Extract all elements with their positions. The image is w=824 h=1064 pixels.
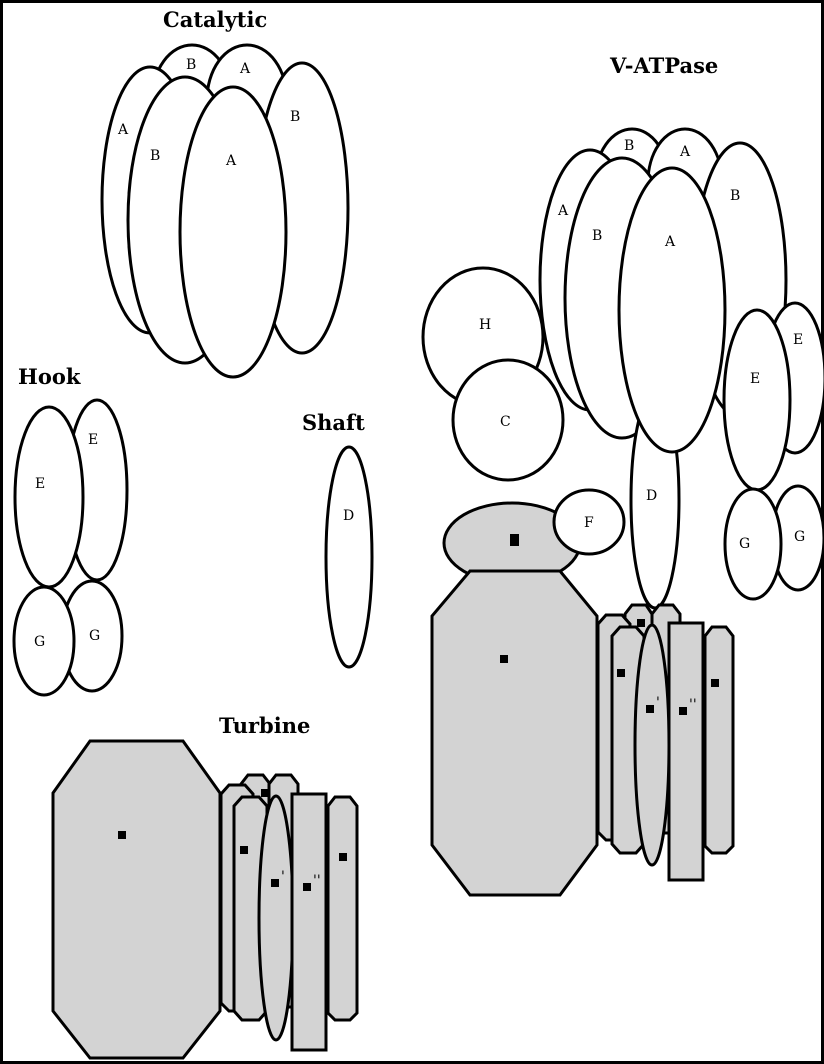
turbine-mark-top [261,789,269,797]
v-atpase-label-a-front: A [664,234,676,250]
catalytic-subunit-a-front [180,87,286,377]
catalytic-label-b-back: B [186,57,196,73]
v-atpase-group: V-ATPase B A A B A B H C E E D G G F [423,53,824,895]
catalytic-label-a-back: A [239,61,251,77]
v-atpase-subunit-e-front [724,310,790,490]
turbine-ring-right [328,797,357,1020]
shaft-title: Shaft [302,410,365,435]
hook-subunit-e-front [15,407,83,587]
v-atpase-mark-top [637,619,645,627]
catalytic-label-b-front: B [150,148,160,164]
v-atpase-ring-right [705,627,733,853]
v-atpase-rect-subunit [669,623,703,880]
catalytic-group: Catalytic B A A B A B [102,7,348,377]
v-atpase-subunit-g-front [725,489,781,599]
turbine-mark-double-prime [303,883,311,891]
v-atpase-double-prime-symbol: '' [689,697,697,713]
catalytic-label-a-left: A [117,122,129,138]
shaft-label-d: D [343,508,354,524]
v-atpase-mark-left [617,669,625,677]
v-atpase-mark-octagon [500,655,508,663]
v-atpase-label-e-front: E [750,371,760,387]
v-atpase-label-g-back: G [794,529,805,545]
hook-group: Hook E E G G [14,364,127,695]
turbine-large-octagon [53,741,220,1058]
v-atpase-mark-right [711,679,719,687]
v-atpase-label-a-left: A [557,203,569,219]
hook-label-g-front: G [34,634,45,650]
turbine-mark-prime [271,879,279,887]
v-atpase-oval-subunit [635,625,669,865]
v-atpase-label-b-front: B [592,228,602,244]
v-atpase-label-b-back: B [624,138,634,154]
hook-label-e-back: E [88,432,98,448]
turbine-mark-octagon [118,831,126,839]
v-atpase-mark-grey-ellipse [510,534,519,546]
turbine-prime-symbol: ' [281,869,285,885]
turbine-rect-subunit [292,794,326,1050]
v-atpase-label-c: C [500,414,511,430]
turbine-group: Turbine ' '' [53,713,357,1058]
catalytic-label-b-right: B [290,109,300,125]
v-atpase-title: V-ATPase [609,53,718,78]
v-atpase-mark-double-prime [679,707,687,715]
shaft-subunit-d [326,447,372,667]
v-atpase-label-b-right: B [730,188,740,204]
hook-title: Hook [18,364,81,389]
turbine-mark-left [240,846,248,854]
turbine-title: Turbine [219,713,310,738]
turbine-mark-right [339,853,347,861]
shaft-group: Shaft D [302,410,372,667]
v-atpase-label-a-back: A [679,144,691,160]
v-atpase-label-f: F [584,515,594,531]
catalytic-title: Catalytic [163,7,267,32]
v-atpase-large-octagon [432,571,597,895]
v-atpase-mark-prime [646,705,654,713]
v-atpase-label-d: D [646,488,657,504]
catalytic-label-a-front: A [225,153,237,169]
v-atpase-subunit-a-front [619,168,725,452]
v-atpase-label-h: H [479,317,491,333]
turbine-double-prime-symbol: '' [313,873,321,889]
v-atpase-label-g-front: G [739,536,750,552]
v-atpase-prime-symbol: ' [656,695,660,711]
hook-label-g-back: G [89,628,100,644]
v-atpase-label-e-back: E [793,332,803,348]
hook-label-e-front: E [35,476,45,492]
turbine-oval-subunit [259,796,293,1040]
